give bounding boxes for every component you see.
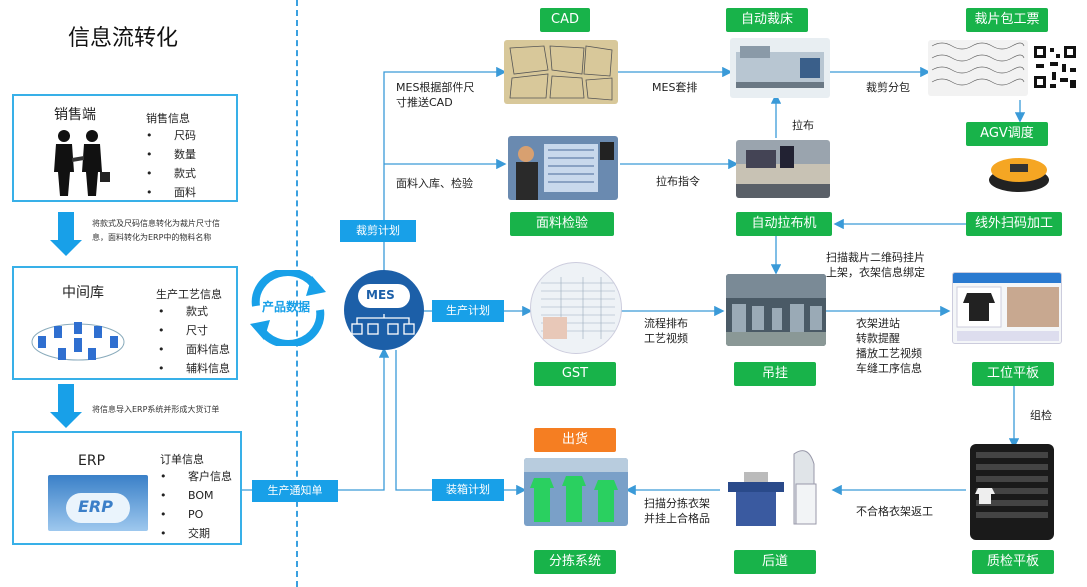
scan-process-label: 线外扫码加工 [966, 212, 1062, 236]
scan-hang-text: 扫描裁片二维码挂片 上架，衣架信息绑定 [826, 250, 925, 280]
mes-label: MES [366, 288, 395, 302]
note-2: 将信息导入ERP系统并形成大货订单 [92, 405, 220, 414]
erp-sub: 订单信息 [160, 453, 204, 466]
cut-bundle-text: 裁剪分包 [866, 81, 910, 94]
middle-list: 款式 尺寸 面料信息 辅料信息 [158, 302, 230, 378]
finishing-label: 后道 [734, 550, 816, 574]
gst-label: GST [534, 362, 616, 386]
text-line: 衣架进站 [856, 317, 900, 330]
list-item: 客户信息 [160, 467, 232, 486]
section-divider [296, 0, 298, 587]
list-item: 数量 [146, 145, 196, 164]
note-1: 将款式及尺码信息转化为裁片尺寸信 息，面料转化为ERP中的物料名称 [92, 217, 220, 245]
sorting-label: 分拣系统 [534, 550, 616, 574]
station-tablet-label: 工位平板 [972, 362, 1054, 386]
handshake-icon [54, 130, 110, 196]
page-title: 信息流转化 [68, 26, 179, 51]
text-line: 车缝工序信息 [856, 362, 922, 375]
down-arrow-1 [50, 212, 82, 256]
text-line: 播放工艺视频 [856, 347, 922, 360]
text-line: 流程排布 [644, 317, 688, 330]
rework-text: 不合格衣架返工 [856, 505, 933, 518]
text-line: 转款提醒 [856, 332, 900, 345]
scan-sort-text: 扫描分拣衣架 并挂上合格品 [644, 496, 710, 526]
qc-tablet-label: 质检平板 [972, 550, 1054, 574]
sales-title: 销售端 [54, 107, 96, 123]
station-text: 衣架进站 转款提醒 播放工艺视频 车缝工序信息 [856, 316, 922, 376]
auto-cutter-label: 自动裁床 [726, 8, 808, 32]
erp-logo-text: ERP [78, 497, 113, 516]
database-network-icon [31, 322, 125, 361]
station-tablet-image [952, 272, 1062, 344]
down-arrow-2 [50, 384, 82, 428]
middle-box: 中间库 生产工艺信息 款式 尺寸 面料信息 辅料信息 [12, 266, 238, 380]
text-line: 扫描分拣衣架 [644, 497, 710, 510]
text-line: 上架，衣架信息绑定 [826, 266, 925, 279]
list-item: 辅料信息 [158, 359, 230, 378]
cad-label: CAD [540, 8, 590, 32]
sales-box: 销售端 销售信息 尺码 数量 款式 面料 [12, 94, 238, 202]
erp-box: ERP ERP 订单信息 客户信息 BOM PO 交期 [12, 431, 242, 545]
middle-title: 中间库 [62, 285, 104, 301]
product-data-label: 产品数据 [262, 300, 311, 314]
hanging-label: 吊挂 [734, 362, 816, 386]
spread-cmd-text: 拉布指令 [656, 175, 700, 188]
text-line: 并挂上合格品 [644, 512, 710, 525]
list-item: 面料 [146, 183, 196, 202]
erp-title: ERP [78, 453, 106, 469]
cad-pattern-image [504, 40, 618, 104]
sales-list: 尺码 数量 款式 面料 [146, 126, 196, 202]
flow-text: 流程排布 工艺视频 [644, 316, 688, 346]
prod-plan-label: 生产计划 [432, 300, 504, 322]
list-item: 尺码 [146, 126, 196, 145]
pack-plan-label: 装箱计划 [432, 479, 504, 501]
fabric-in-text: 面料入库、检验 [396, 177, 473, 190]
gst-software-image [530, 262, 622, 354]
list-item: 款式 [146, 164, 196, 183]
agv-robot-image [986, 150, 1052, 194]
list-item: PO [160, 505, 232, 524]
note-line: 息，面料转化为ERP中的物料名称 [92, 233, 212, 242]
fabric-inspection-image [508, 136, 618, 200]
qr-code-icon [1032, 44, 1078, 90]
bundle-pieces-image [928, 40, 1028, 96]
auto-spreader-image [736, 140, 830, 198]
shipping-label: 出货 [534, 428, 616, 452]
mes-cad-text: MES根据部件尺 寸推送CAD [396, 80, 474, 110]
sales-sub: 销售信息 [146, 112, 190, 125]
list-item: 面料信息 [158, 340, 230, 359]
hanging-system-image [726, 274, 826, 346]
sorting-system-image [524, 458, 628, 526]
list-item: 款式 [158, 302, 230, 321]
qc-tablet-image [970, 444, 1054, 540]
list-item: 尺寸 [158, 321, 230, 340]
middle-sub: 生产工艺信息 [156, 288, 222, 301]
spread-text: 拉布 [792, 119, 814, 132]
auto-cutter-image [730, 38, 830, 98]
fabric-inspect-label: 面料检验 [510, 212, 614, 236]
agv-label: AGV调度 [966, 122, 1048, 146]
bundle-ticket-label: 裁片包工票 [966, 8, 1048, 32]
text-line: MES根据部件尺 [396, 81, 475, 94]
note-line: 将款式及尺码信息转化为裁片尺寸信 [92, 219, 220, 228]
text-line: 工艺视频 [644, 332, 688, 345]
finishing-machine-image [724, 444, 828, 530]
cycle-arrows-icon [250, 270, 326, 346]
list-item: BOM [160, 486, 232, 505]
list-item: 交期 [160, 524, 232, 543]
erp-cloud-image: ERP [48, 475, 148, 531]
cut-plan-label: 裁剪计划 [340, 220, 416, 242]
mes-cloud: MES [344, 270, 424, 350]
auto-spreader-label: 自动拉布机 [736, 212, 832, 236]
group-check-text: 组检 [1030, 409, 1052, 422]
text-line: 寸推送CAD [396, 96, 453, 109]
mes-nest-text: MES套排 [652, 81, 698, 94]
erp-list: 客户信息 BOM PO 交期 [160, 467, 232, 543]
prod-notice-label: 生产通知单 [252, 480, 338, 502]
text-line: 扫描裁片二维码挂片 [826, 251, 925, 264]
network-icon [351, 314, 415, 335]
